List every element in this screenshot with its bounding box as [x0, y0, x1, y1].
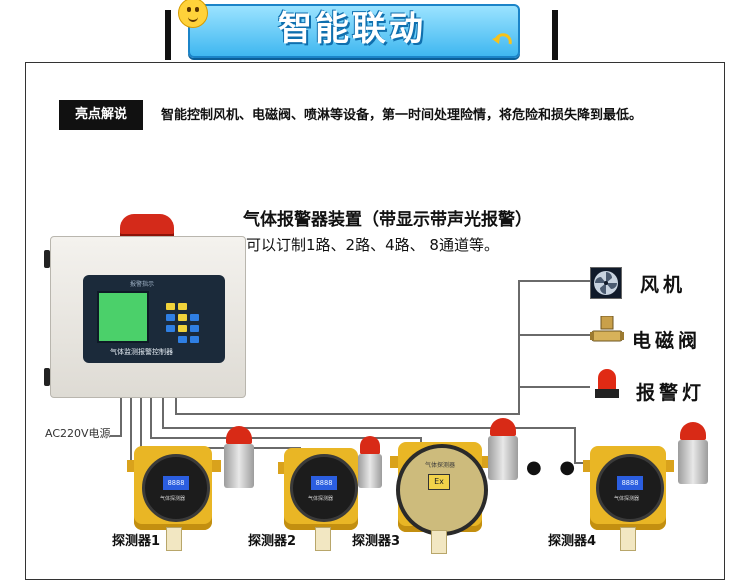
- output-label-fan: 风机: [640, 274, 687, 296]
- detector-label: 探测器2: [248, 534, 297, 549]
- detector-caption: 气体探测器: [160, 496, 186, 502]
- detector-label: 探测器4: [548, 534, 597, 549]
- detector-display: 8888: [311, 476, 337, 490]
- output-label-lamp: 报警灯: [636, 382, 706, 404]
- header-banner: [188, 4, 520, 58]
- highlight-text: 智能控制风机、电磁阀、喷淋等设备，第一时间处理险情，将危险和损失降到最低。: [161, 108, 643, 123]
- detector-label: 探测器3: [352, 534, 401, 549]
- power-label: AC220V电源: [45, 427, 111, 440]
- detector-caption: 气体探测器: [308, 496, 334, 502]
- beacon-icon: [358, 436, 382, 488]
- detector-caption: 气体探测器: [614, 496, 640, 502]
- diagram-subtitle: 可以订制1路、2路、4路、 8通道等。: [246, 236, 499, 254]
- controller-caption: 气体监测报警控制器: [110, 348, 173, 356]
- controller-screen: [97, 291, 149, 343]
- detector-caption: 气体探测器: [425, 462, 456, 469]
- controller-panel-heading: 报警指示: [130, 281, 155, 288]
- detector-label: 探测器1: [112, 534, 161, 549]
- header-left-bar: [165, 10, 171, 60]
- alarm-lamp-icon: [595, 369, 619, 398]
- solenoid-valve-icon: [590, 316, 624, 342]
- detector-display: 8888: [163, 476, 189, 490]
- ex-badge: Ex: [428, 474, 450, 490]
- diagram-title: 气体报警器装置（带显示带声光报警）: [243, 210, 532, 230]
- page-title: 智能联动: [278, 9, 426, 49]
- header-right-bar: [552, 10, 558, 60]
- smiley-icon: [178, 0, 208, 28]
- fan-icon: [590, 267, 622, 299]
- controller-alarm-lamp: [120, 214, 174, 238]
- beacon-icon: [678, 422, 708, 484]
- output-label-valve: 电磁阀: [632, 330, 702, 352]
- detector-display: 8888: [617, 476, 643, 490]
- beacon-icon: [488, 418, 518, 480]
- highlight-label: 亮点解说: [59, 100, 143, 130]
- loop-arrow-icon: [492, 33, 512, 45]
- beacon-icon: [224, 426, 254, 488]
- cabinet-hinge: [44, 250, 50, 268]
- cabinet-hinge: [44, 368, 50, 386]
